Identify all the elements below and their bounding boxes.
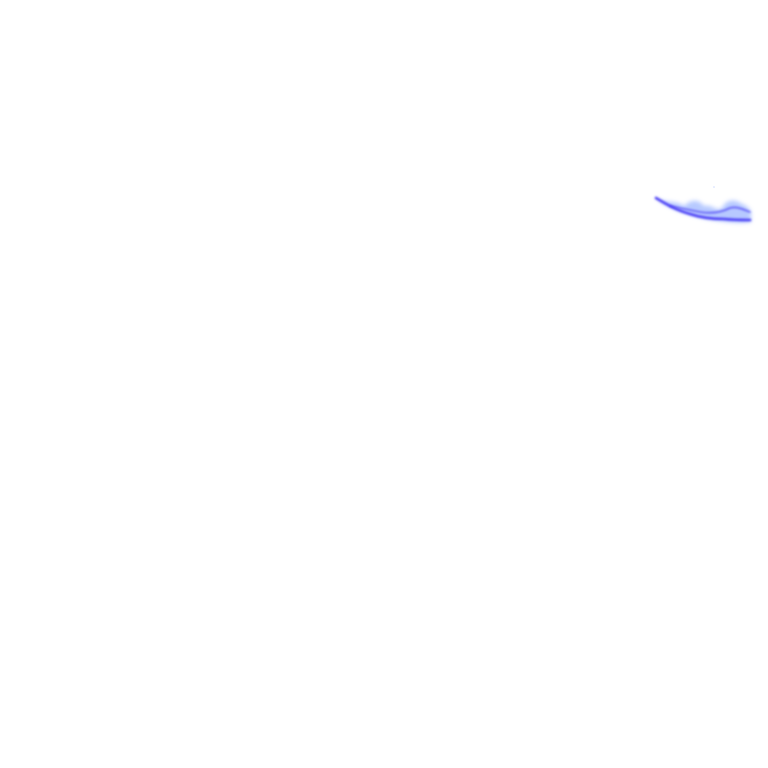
streak-halo (656, 198, 751, 223)
streak-speck (713, 186, 715, 188)
streak-core-upper (669, 205, 751, 214)
blue-streak (654, 186, 752, 223)
